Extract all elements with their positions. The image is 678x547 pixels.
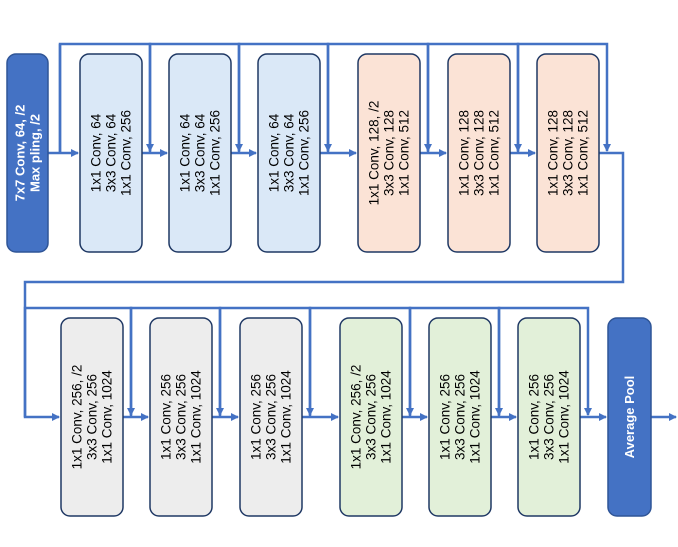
bottleneck-block-row2-4-label-2: 3x3 Conv, 256 bbox=[364, 374, 379, 460]
bottleneck-block-row2-4-label-3: 1x1 Conv, 1024 bbox=[379, 370, 394, 464]
bottleneck-block-row2-5-label-2: 3x3 Conv, 256 bbox=[453, 374, 468, 460]
bottleneck-block-row2-3-label-1: 1x1 Conv, 256 bbox=[248, 374, 263, 460]
bottleneck-block-row1-5-label-2: 3x3 Conv, 128 bbox=[472, 110, 487, 196]
stem-conv-block-label-2: Max pling, /2 bbox=[27, 114, 42, 192]
stem-conv-block-shape bbox=[6, 53, 49, 253]
bottleneck-block-row1-1-label-3: 1x1 Conv, 256 bbox=[119, 110, 134, 196]
bottleneck-block-row2-6-shape bbox=[517, 317, 581, 517]
bottleneck-block-row1-4-label-2: 3x3 Conv, 128 bbox=[382, 110, 397, 196]
bottleneck-block-row2-2-shape bbox=[149, 317, 213, 517]
bottleneck-block-row2-6-label-3: 1x1 Conv, 1024 bbox=[557, 370, 572, 464]
bottleneck-block-row1-3-label-3: 1x1 Conv, 256 bbox=[297, 110, 312, 196]
row1-skip-connection-6 bbox=[516, 42, 611, 153]
bottleneck-block-row1-3-shape bbox=[257, 53, 321, 253]
bottleneck-block-row1-3-label-2: 3x3 Conv, 64 bbox=[282, 113, 297, 192]
average-pool-block: Average Pool bbox=[607, 317, 652, 517]
bottleneck-block-row1-1-label-1: 1x1 Conv, 64 bbox=[88, 113, 103, 192]
bottleneck-block-row1-4-shape bbox=[357, 53, 421, 253]
bottleneck-block-row1-4-label-3: 1x1 Conv, 512 bbox=[397, 110, 412, 196]
bottleneck-block-row1-5-shape bbox=[447, 53, 511, 253]
bottleneck-block-row1-2-label-1: 1x1 Conv, 64 bbox=[177, 113, 192, 192]
bottleneck-block-row2-5-label-3: 1x1 Conv, 1024 bbox=[468, 370, 483, 464]
bottleneck-block-row2-6-label-1: 1x1 Conv, 256 bbox=[526, 374, 541, 460]
bottleneck-block-row2-2-label-2: 3x3 Conv, 256 bbox=[174, 374, 189, 460]
bottleneck-block-row1-3-label-1: 1x1 Conv, 64 bbox=[266, 113, 281, 192]
bottleneck-block-row1-1-label-2: 3x3 Conv, 64 bbox=[104, 113, 119, 192]
average-pool-block-shape bbox=[607, 317, 652, 517]
bottleneck-block-row2-1-label-2: 3x3 Conv, 256 bbox=[85, 374, 100, 460]
connection-arrows bbox=[23, 42, 677, 421]
bottleneck-block-row2-1-label-3: 1x1 Conv, 1024 bbox=[100, 370, 115, 464]
bottleneck-block-row2-5-label-1: 1x1 Conv, 256 bbox=[437, 374, 452, 460]
bottleneck-block-row1-2-label-3: 1x1 Conv, 256 bbox=[208, 110, 223, 196]
bottleneck-block-row1-6-label-3: 1x1 Conv, 512 bbox=[576, 110, 591, 196]
bottleneck-block-row1-4-label-1: 1x1 Conv, 128, /2 bbox=[366, 101, 381, 206]
bottleneck-block-row2-1-label-1: 1x1 Conv, 256, /2 bbox=[69, 365, 84, 470]
bottleneck-block-row1-6-shape bbox=[536, 53, 600, 253]
bottleneck-block-row2-2-label-3: 1x1 Conv, 1024 bbox=[189, 370, 204, 464]
bottleneck-block-row2-3-label-2: 3x3 Conv, 256 bbox=[264, 374, 279, 460]
bottleneck-block-row1-2-shape bbox=[168, 53, 232, 253]
row2-skip-connection-6 bbox=[497, 306, 592, 417]
row-wrap-arrow bbox=[23, 151, 625, 421]
bottleneck-block-row2-1-shape bbox=[60, 317, 124, 517]
bottleneck-block-row1-5-label-3: 1x1 Conv, 512 bbox=[487, 110, 502, 196]
bottleneck-block-row2-3-shape bbox=[239, 317, 303, 517]
bottleneck-block-row2-5-shape bbox=[428, 317, 492, 517]
bottleneck-block-row2-2-label-1: 1x1 Conv, 256 bbox=[158, 374, 173, 460]
bottleneck-block-row2-4-label-1: 1x1 Conv, 256, /2 bbox=[348, 365, 363, 470]
bottleneck-block-row1-6-label-2: 3x3 Conv, 128 bbox=[561, 110, 576, 196]
bottleneck-block-row1-1-shape bbox=[79, 53, 143, 253]
bottleneck-block-row1-6-label-1: 1x1 Conv, 128 bbox=[545, 110, 560, 196]
stem-conv-block-label-1: 7x7 Conv, 64, /2 bbox=[13, 105, 28, 202]
bottleneck-block-row2-3-label-3: 1x1 Conv, 1024 bbox=[279, 370, 294, 464]
average-pool-block-label-1: Average Pool bbox=[622, 376, 637, 459]
bottleneck-block-row1-2-label-2: 3x3 Conv, 64 bbox=[193, 113, 208, 192]
bottleneck-block-row2-6-label-2: 3x3 Conv, 256 bbox=[542, 374, 557, 460]
bottleneck-block-row2-4-shape bbox=[339, 317, 403, 517]
bottleneck-block-row1-5-label-1: 1x1 Conv, 128 bbox=[456, 110, 471, 196]
